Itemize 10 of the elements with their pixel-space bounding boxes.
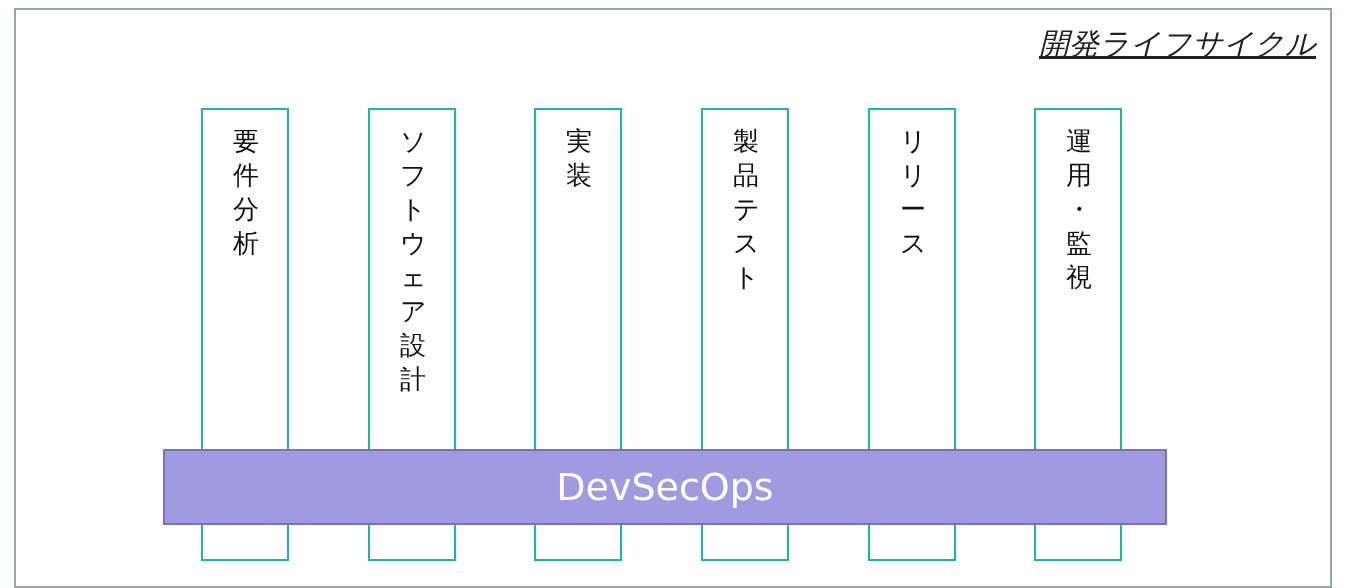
phase-label: 運用・監視 bbox=[1066, 125, 1092, 294]
phase-label: リリース bbox=[900, 125, 926, 260]
lifecycle-frame bbox=[14, 8, 1332, 588]
frame-title: 開発ライフサイクル bbox=[1039, 25, 1316, 63]
phase-label: 製品テスト bbox=[733, 125, 759, 294]
practice-band bbox=[163, 449, 1167, 525]
phase-label: 要件分析 bbox=[233, 125, 259, 260]
band-label: DevSecOps bbox=[556, 465, 774, 509]
phase-label: 実装 bbox=[566, 125, 592, 192]
phase-label: ソフトウェア設計 bbox=[400, 125, 426, 396]
